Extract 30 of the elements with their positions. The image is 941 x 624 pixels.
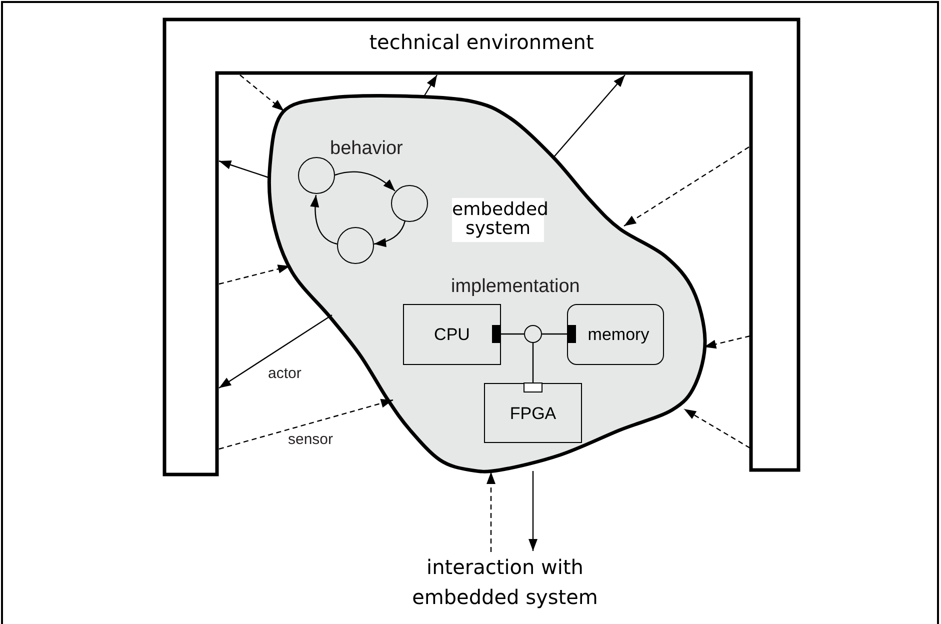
frame-title: technical environment: [369, 32, 594, 52]
section-label: implementation: [451, 276, 580, 297]
arrow: [334, 171, 396, 192]
component-box: [567, 304, 664, 365]
arrow: [422, 74, 438, 98]
section-label: behavior: [330, 138, 403, 159]
connector-line: [542, 325, 576, 343]
dashed-arrow: [218, 264, 290, 285]
component-box: [403, 304, 501, 365]
connector-line: [492, 325, 524, 343]
component-box: [484, 383, 582, 443]
component-label: FPGA: [510, 404, 556, 422]
arrow: [528, 471, 538, 551]
component-label: CPU: [434, 326, 470, 343]
dashed-arrow: [218, 398, 394, 450]
arrow: [310, 194, 338, 245]
dashed-arrow: [684, 408, 750, 449]
edge-label: sensor: [288, 431, 334, 448]
dashed-arrow: [624, 146, 750, 226]
component-label: memory: [588, 326, 650, 343]
dashed-arrow: [240, 74, 284, 112]
arrow: [374, 220, 406, 247]
dashed-arrow: [704, 335, 750, 349]
arrow: [218, 160, 270, 179]
edge-label: actor: [268, 365, 302, 382]
connector-line: [524, 343, 542, 392]
dashed-arrow: [486, 472, 496, 552]
arrow: [218, 314, 332, 388]
arrow: [552, 74, 626, 158]
interaction-label: interaction with embedded system: [411, 554, 599, 611]
